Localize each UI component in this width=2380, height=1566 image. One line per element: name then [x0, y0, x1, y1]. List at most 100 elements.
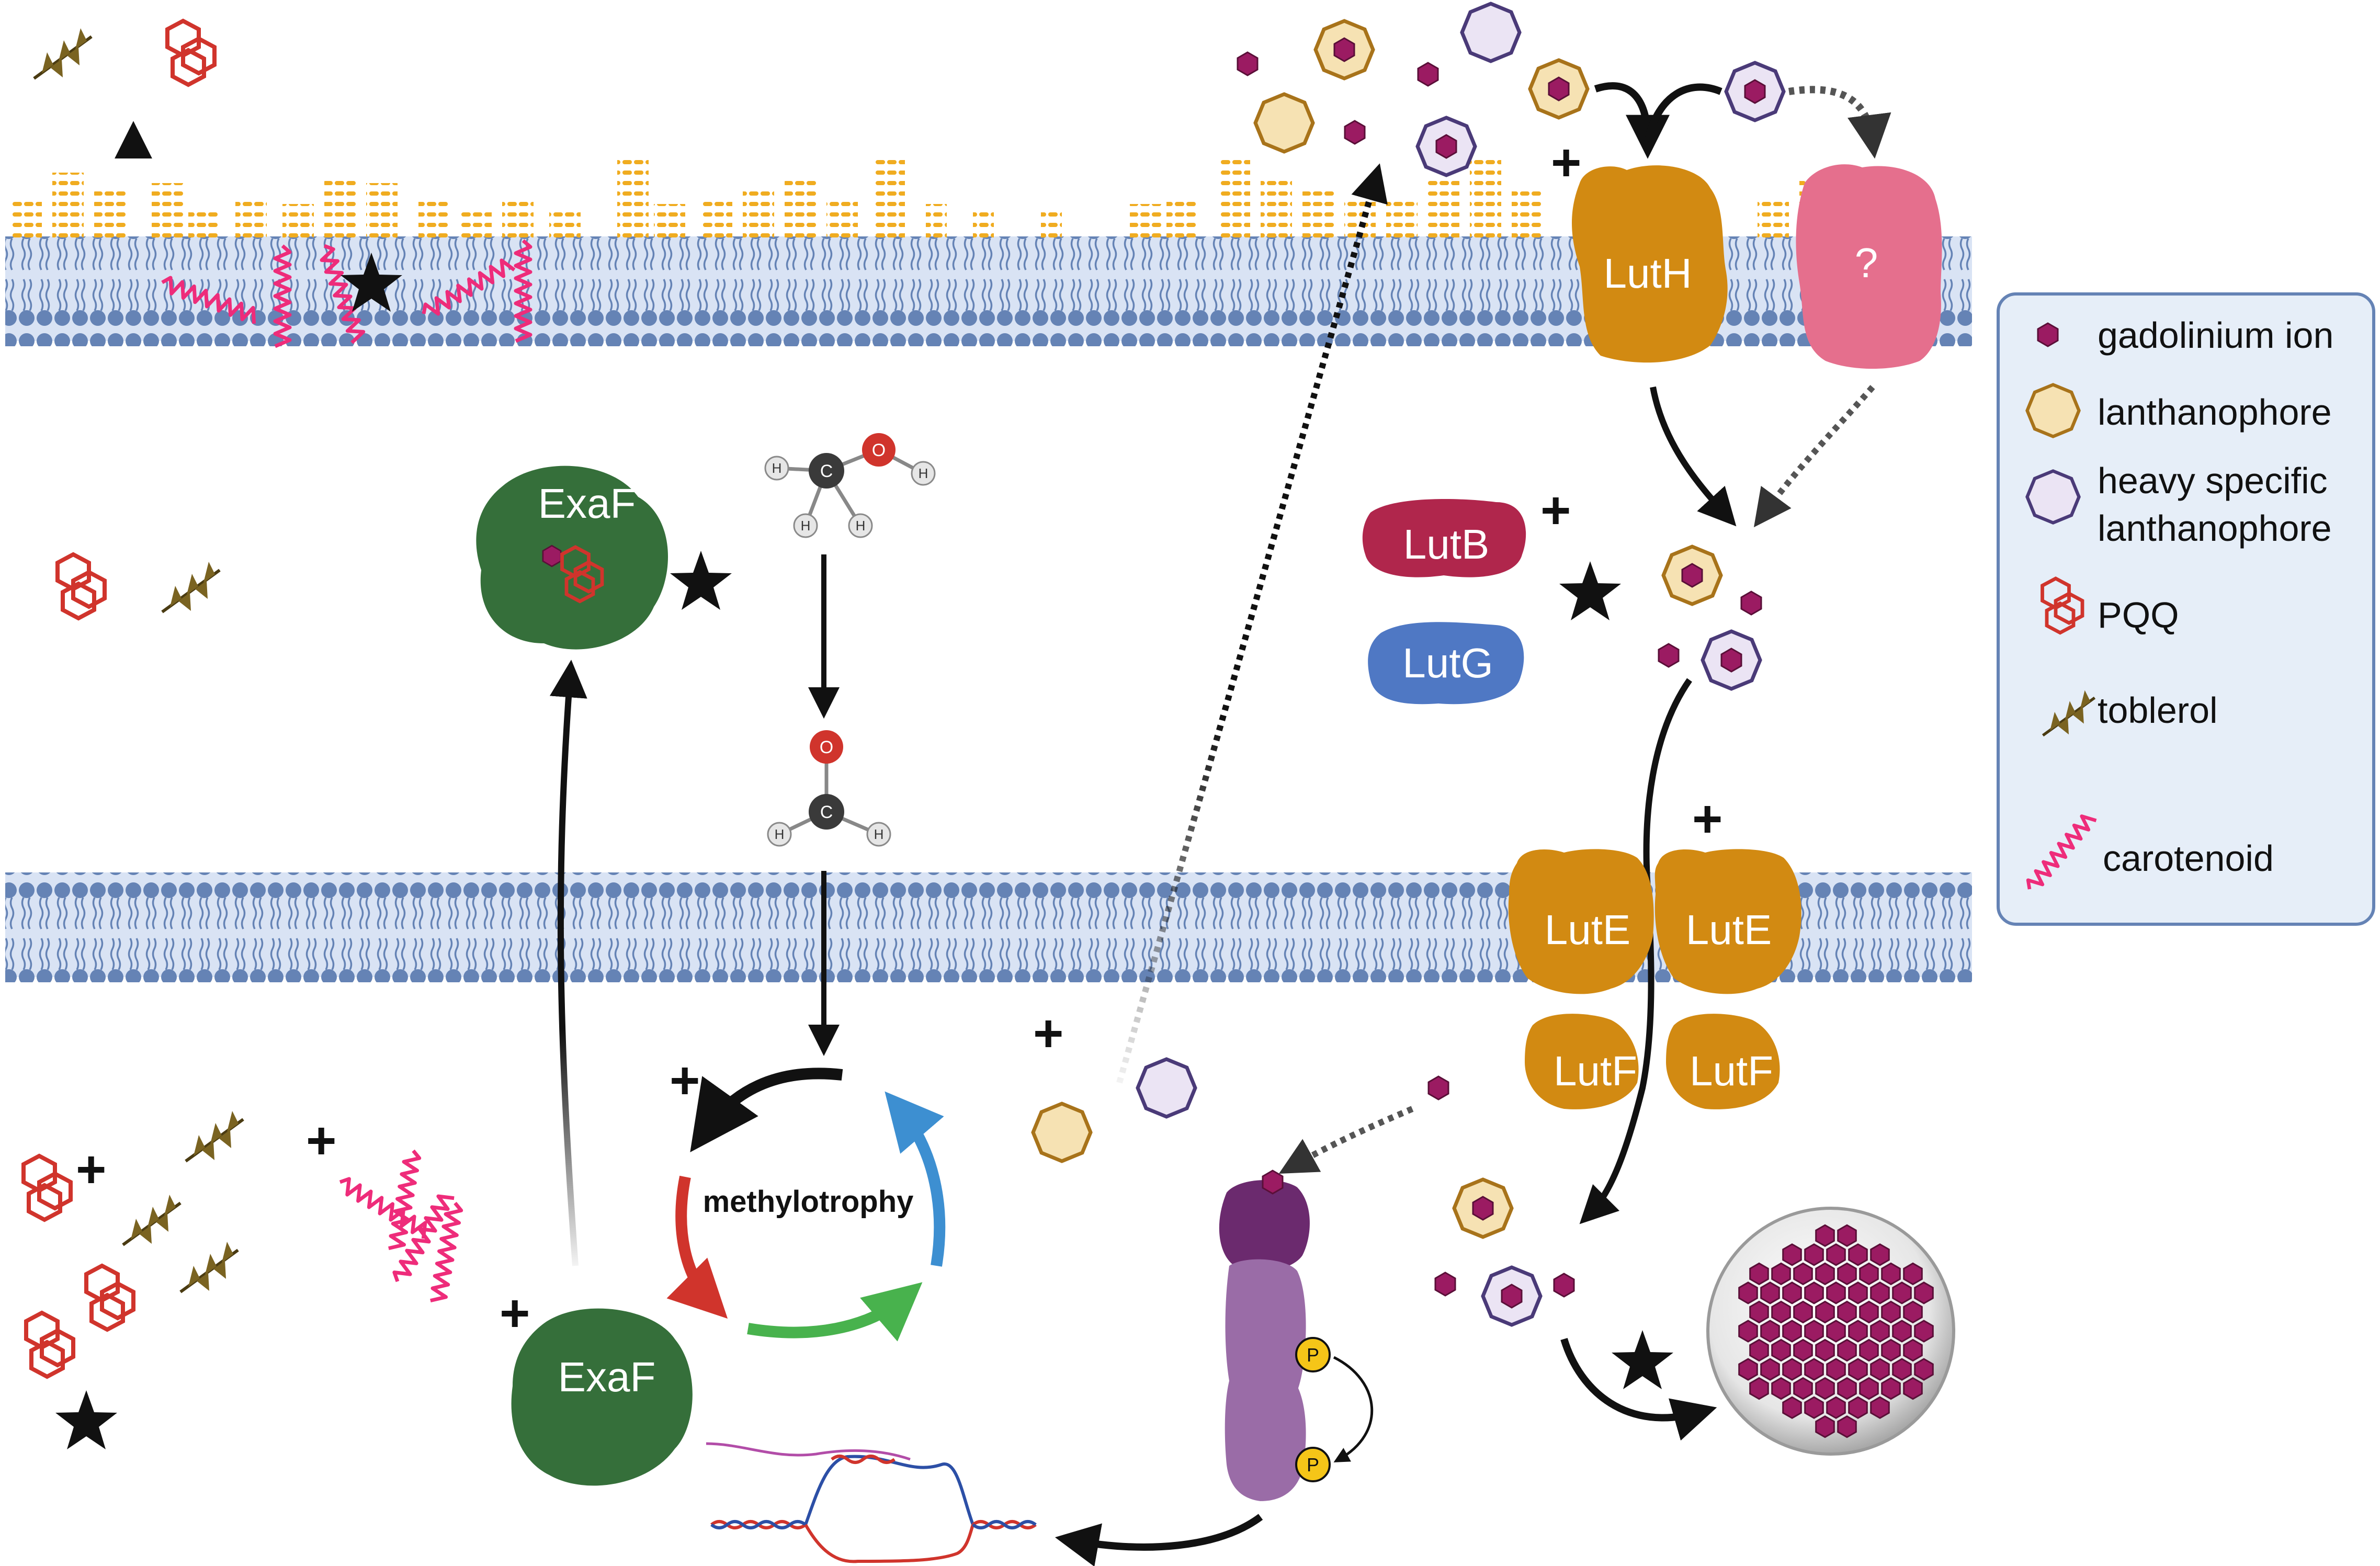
exaf-label: ExaF [538, 480, 636, 527]
periplasm-to-lute-arrow [1579, 678, 1692, 1224]
legend-label: toblerol [2098, 690, 2218, 731]
gadolinium-ion-icon [1782, 1281, 1802, 1304]
atom-label: H [772, 460, 782, 476]
gadolinium-ion-icon [1417, 62, 1439, 87]
gadolinium-ion-icon [1837, 1415, 1857, 1438]
gadolinium-ion-icon [1859, 1377, 1879, 1400]
atom-label: O [872, 440, 886, 460]
gadolinium-ion-icon [1826, 1396, 1846, 1419]
gadolinium-ion-icon [1870, 1358, 1890, 1381]
gadolinium-ion-icon [1434, 1272, 1456, 1297]
toblerol-icon [186, 1111, 243, 1161]
lanthanophore-icon [2027, 385, 2079, 437]
cycle-arrow-green [747, 1282, 923, 1342]
plus-sign: + [306, 1111, 336, 1170]
lanthanophore-icon [1255, 94, 1313, 152]
gadolinium-ion-icon [1815, 1300, 1835, 1324]
gadolinium-ion-icon [1892, 1320, 1912, 1343]
atom-label: H [775, 826, 785, 842]
gadolinium-ion-icon [1793, 1300, 1813, 1324]
luth-to-periplasm-arrow [1650, 386, 1737, 527]
gadolinium-ion-icon [1740, 591, 1762, 616]
lutg-label: LutG [1402, 640, 1493, 686]
cycle-arrow-black [690, 1068, 843, 1152]
gadolinium-ion-icon [1720, 648, 1742, 673]
gadolinium-ion-icon [1553, 1273, 1575, 1298]
legend-label: PQQ [2098, 595, 2179, 636]
star-icon [670, 551, 732, 610]
gadolinium-ion-icon [1815, 1338, 1835, 1362]
pqq-icon [86, 1266, 133, 1330]
gadolinium-ion-icon [1837, 1377, 1857, 1400]
lute-label: LutE [1686, 906, 1772, 953]
gadolinium-ion-icon [1815, 1377, 1835, 1400]
atom-label: C [820, 802, 833, 822]
phosphate-label: P [1307, 1344, 1319, 1366]
legend-label: carotenoid [2103, 838, 2274, 879]
plus-sign: + [670, 1051, 700, 1110]
plus-sign: + [1692, 790, 1722, 848]
exaf-periplasm: ExaF [476, 466, 668, 650]
gd-to-sensor-arrow [1278, 1106, 1414, 1174]
gadolinium-ion-icon [1826, 1358, 1846, 1381]
gadolinium-ion-icon [1848, 1358, 1868, 1381]
gadolinium-ion-icon [1744, 79, 1766, 104]
gadolinium-ion-icon [1782, 1358, 1802, 1381]
gadolinium-ion-icon [1738, 1281, 1758, 1304]
gadolinium-ion-icon [1892, 1281, 1912, 1304]
sensor-kinase: P P [1219, 1170, 1373, 1501]
gadolinium-ion-icon [1892, 1358, 1912, 1381]
atom-label: H [919, 466, 928, 481]
phosphotransfer-arrow [1333, 1356, 1373, 1462]
lanthanophore-to-luth-arrow [1594, 82, 1670, 159]
gadolinium-ion-icon [1903, 1300, 1923, 1324]
gadolinium-ion-icon [1262, 1170, 1284, 1195]
cycle-arrow-blue [885, 1091, 946, 1267]
gadolinium-ion-icon [1837, 1262, 1857, 1286]
gadolinium-ion-icon [1804, 1243, 1824, 1266]
gadolinium-ion-icon [1760, 1281, 1780, 1304]
cytoplasm-ions [1434, 1179, 1575, 1325]
gadolinium-ion-icon [1681, 563, 1703, 588]
gadolinium-ion-icon [1870, 1320, 1890, 1343]
gadolinium-ion-icon [1881, 1377, 1901, 1400]
gadolinium-ion-icon [1870, 1396, 1890, 1419]
legend-label: lanthanophore [2098, 392, 2332, 433]
unknown-to-periplasm-arrow [1753, 385, 1875, 528]
gadolinium-ion-icon [1848, 1396, 1868, 1419]
gadolinium-ion-icon [1804, 1396, 1824, 1419]
gadolinium-ion-icon [1870, 1281, 1890, 1304]
methylotrophy-cycle: + methylotrophy [666, 1051, 946, 1342]
gadolinium-ion-icon [1771, 1262, 1791, 1286]
gadolinium-ion-icon [1826, 1281, 1846, 1304]
toblerol-icon [162, 562, 220, 612]
gadolinium-ion-icon [1837, 1224, 1857, 1247]
gadolinium-ion-icon [1771, 1300, 1791, 1324]
lutf-label: LutF [1554, 1048, 1637, 1094]
gadolinium-ion-icon [1793, 1262, 1813, 1286]
toblerol-icon [180, 1242, 238, 1292]
lutg-protein: LutG [1368, 622, 1524, 705]
star-icon [1612, 1330, 1673, 1389]
gadolinium-ion-icon [1848, 1320, 1868, 1343]
gadolinium-lattice [1738, 1224, 1934, 1438]
gadolinium-ion-icon [1749, 1262, 1769, 1286]
legend-label: heavy specific [2098, 460, 2328, 501]
gadolinium-ion-icon [1914, 1281, 1934, 1304]
cycle-arrow-red [666, 1175, 728, 1319]
gadolinium-ion-icon [1914, 1320, 1934, 1343]
carotenoid-cytoplasm-group [336, 1150, 462, 1303]
gadolinium-ion-icon [1771, 1338, 1791, 1362]
gadolinium-ion-icon [1881, 1300, 1901, 1324]
gadolinium-ion-icon [1782, 1396, 1802, 1419]
exaf-label: ExaF [558, 1354, 656, 1400]
formaldehyde-molecule: O C H H [767, 730, 891, 847]
lanthanophore-icon [1033, 1104, 1091, 1161]
plus-sign: + [1033, 1004, 1063, 1063]
lanthanophore-to-luth-arrow [1644, 83, 1722, 142]
heavy-to-unknown-arrow [1788, 86, 1891, 159]
luth-label: LutH [1604, 250, 1692, 297]
gadolinium-ion-icon [1903, 1377, 1923, 1400]
dna-transcription [706, 1442, 1037, 1563]
